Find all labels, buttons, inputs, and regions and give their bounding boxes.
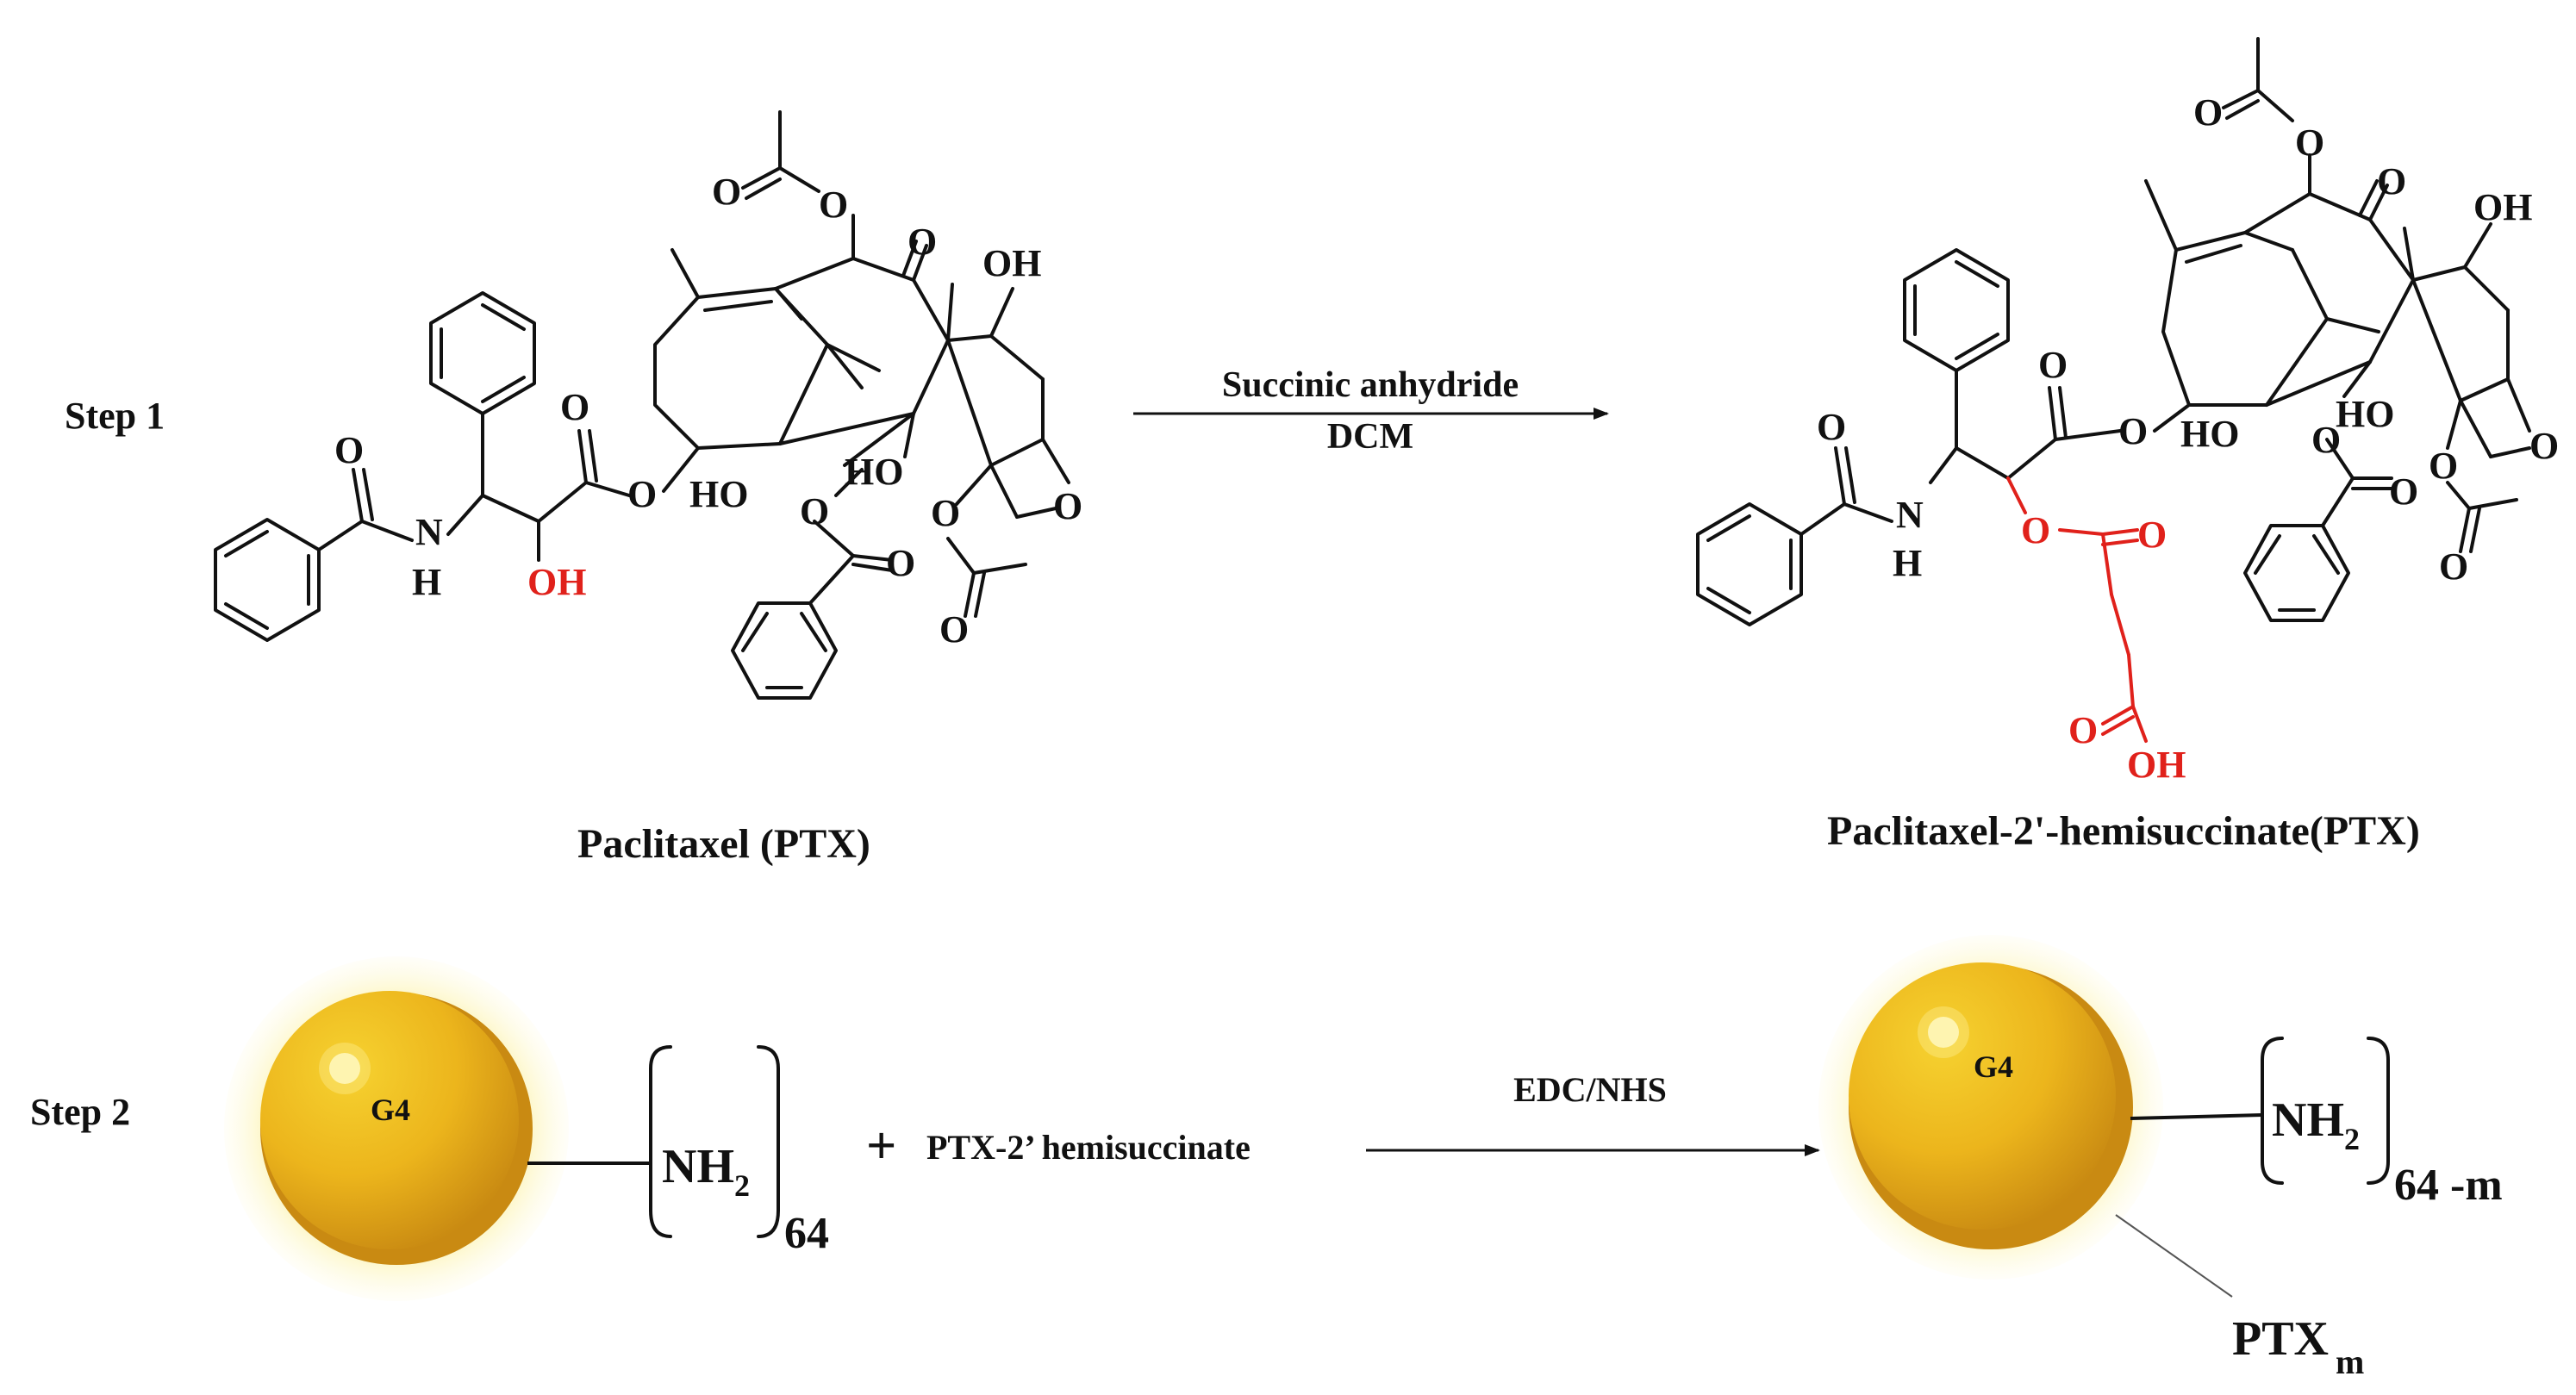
p-atom-o-acetate: O bbox=[2429, 445, 2458, 487]
coreactant: PTX-2’ hemisuccinate bbox=[926, 1128, 1251, 1167]
p-atom-ho-c2: HO bbox=[2336, 393, 2394, 435]
atom-o-benzoate-co: O bbox=[886, 542, 915, 584]
p-atom-o-ester: O bbox=[2118, 410, 2148, 452]
p-atom-n: N bbox=[1896, 494, 1924, 536]
p-atom-o-oxetane: O bbox=[2529, 425, 2559, 467]
atom-ho-c2: HO bbox=[845, 451, 903, 493]
atom-o-carbonyl: O bbox=[560, 386, 589, 428]
atom-h: H bbox=[412, 561, 441, 603]
atom-o-ester: O bbox=[627, 473, 657, 515]
atom-oh-c7: OH bbox=[982, 242, 1041, 284]
step1-label: Step 1 bbox=[65, 395, 165, 437]
amine-linker-product bbox=[2130, 1113, 2263, 1120]
p-atom-ho-c1: HO bbox=[2180, 413, 2239, 455]
step1-solvent: DCM bbox=[1327, 417, 1413, 457]
step2-reagent: EDC/NHS bbox=[1513, 1070, 1667, 1109]
amine-count-product: 64 -m bbox=[2394, 1161, 2503, 1210]
bracket-left-reactant bbox=[649, 1045, 672, 1238]
p-atom-h: H bbox=[1893, 542, 1922, 584]
atom-o-acetate: O bbox=[931, 492, 960, 534]
ptx-leader-line bbox=[2115, 1214, 2233, 1298]
atom-o-oxetane: O bbox=[1053, 485, 1082, 527]
p-atom-o-acetate-co: O bbox=[2439, 545, 2468, 588]
plus-sign: + bbox=[866, 1117, 896, 1175]
g4-dendrimer-reactant bbox=[224, 956, 569, 1301]
amine-count-reactant: 64 bbox=[784, 1209, 829, 1258]
bracket-left-product bbox=[2261, 1037, 2284, 1185]
atom-o-acetyl: O bbox=[712, 171, 741, 213]
p-atom-oh-acid: OH bbox=[2127, 744, 2186, 786]
g4-label-product: G4 bbox=[1974, 1049, 2013, 1084]
atom-o-ester-top: O bbox=[819, 184, 848, 226]
atom-o-benzamide: O bbox=[334, 429, 364, 471]
p-atom-o-ketone: O bbox=[2377, 160, 2406, 202]
amine-reactant: NH2 bbox=[662, 1140, 750, 1203]
paclitaxel-structure bbox=[214, 110, 1070, 700]
product-name: Paclitaxel-2'-hemisuccinate(PTX) bbox=[1827, 808, 2420, 854]
amine-product: NH2 bbox=[2272, 1093, 2360, 1156]
p-atom-o-succinate-co: O bbox=[2137, 514, 2167, 556]
atom-o-ketone: O bbox=[908, 221, 937, 263]
p-atom-o-ester-top: O bbox=[2295, 121, 2324, 164]
atom-n: N bbox=[415, 511, 443, 553]
atom-ho-c1: HO bbox=[689, 473, 748, 515]
p-atom-o-acid-co: O bbox=[2068, 709, 2098, 751]
p-atom-o-acetyl: O bbox=[2193, 91, 2223, 134]
reactant-name: Paclitaxel (PTX) bbox=[577, 821, 870, 867]
p-atom-o-carbonyl: O bbox=[2038, 344, 2068, 386]
g4-dendrimer-product bbox=[1818, 935, 2163, 1280]
atom-o-benzoate: O bbox=[800, 490, 829, 532]
p-atom-oh-c7: OH bbox=[2473, 186, 2532, 228]
p-atom-o-benzoate: O bbox=[2311, 419, 2341, 461]
p-atom-o-benzoate-co: O bbox=[2389, 470, 2418, 513]
g4-label-reactant: G4 bbox=[371, 1093, 410, 1127]
p-atom-o-benzamide: O bbox=[1817, 406, 1846, 448]
p-atom-o-succinate: O bbox=[2021, 509, 2050, 551]
atom-o-acetate-co: O bbox=[939, 608, 969, 651]
paclitaxel-hemisuccinate-structure bbox=[1696, 37, 2531, 743]
bracket-right-reactant bbox=[757, 1045, 780, 1238]
atom-oh-2prime: OH bbox=[527, 561, 586, 603]
bracket-right-product bbox=[2367, 1037, 2390, 1185]
step2-label: Step 2 bbox=[30, 1091, 130, 1133]
step1-reagent: Succinic anhydride bbox=[1222, 365, 1519, 405]
